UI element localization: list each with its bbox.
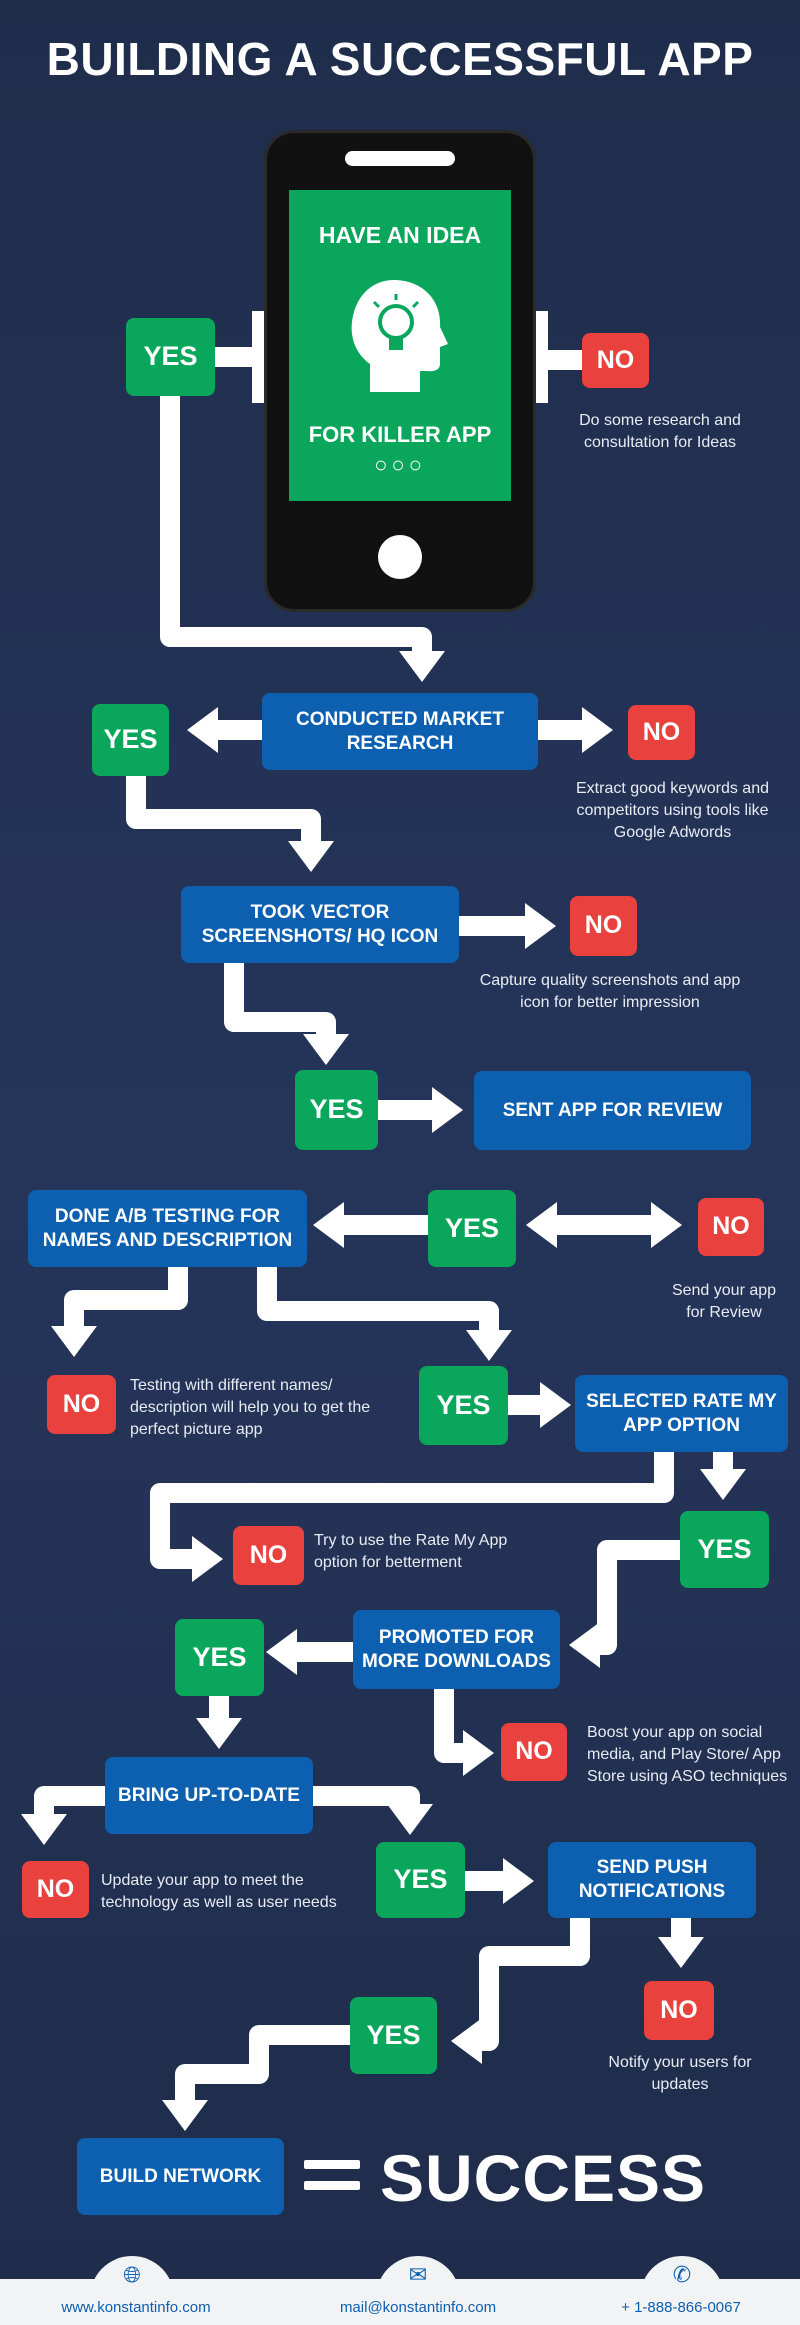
arrow-ab-yes	[257, 1267, 512, 1361]
step-market-research: CONDUCTED MARKET RESEARCH	[262, 693, 538, 770]
arrow-rate-no	[150, 1452, 674, 1582]
note-idea: Do some research and consultation for Id…	[579, 412, 741, 451]
no-badge: NO	[47, 1375, 116, 1434]
head-lightbulb-icon	[351, 280, 448, 392]
no-badge: NO	[644, 1981, 714, 2040]
phone-side-left	[252, 311, 266, 403]
success-label: SUCCESS	[380, 2141, 707, 2215]
no-badge: NO	[501, 1723, 567, 1781]
yes-badge: YES	[175, 1619, 264, 1696]
no-badge: NO	[582, 333, 649, 388]
idea-line1: HAVE AN IDEA	[318, 222, 482, 248]
arrow-to-vector	[126, 776, 334, 872]
yes-badge: YES	[295, 1070, 378, 1150]
equals-sign	[304, 2160, 360, 2202]
note-promoted: Boost your app on social media, and Play…	[587, 1724, 788, 1785]
step-vector-screenshots: TOOK VECTOR SCREENSHOTS/ HQ ICON	[181, 886, 459, 963]
note-update: Update your app to meet the technology a…	[101, 1872, 337, 1911]
arrow-to-promoted	[569, 1540, 680, 1668]
yes-badge: YES	[376, 1842, 465, 1918]
no-badge: NO	[628, 705, 695, 760]
no-badge: NO	[570, 896, 637, 956]
phone-speaker	[345, 151, 455, 166]
arrow-ab-no	[51, 1267, 188, 1357]
arrow-vector-yes	[224, 963, 349, 1065]
arrow-push-yes	[451, 1918, 590, 2064]
phone-side-right	[534, 311, 548, 403]
idea-line2: FOR KILLER APP	[308, 422, 492, 447]
page-title: BUILDING A SUCCESSFUL APP	[46, 33, 754, 85]
yes-badge: YES	[680, 1511, 769, 1588]
note-ab: Testing with different names/ descriptio…	[130, 1377, 371, 1438]
footer-tab	[376, 2256, 460, 2316]
phone-home-button	[378, 535, 422, 579]
envelope-icon: ✉	[408, 2262, 428, 2287]
website-link[interactable]: www.konstantinfo.com	[61, 2299, 211, 2316]
phone-number[interactable]: + 1-888-866-0067	[621, 2299, 741, 2316]
arrow-promoted-no	[434, 1689, 494, 1776]
footer-tab	[640, 2256, 724, 2316]
globe-icon: 🌐︎	[123, 2262, 141, 2287]
yes-badge: YES	[350, 1997, 437, 2074]
step-rate-my-app: SELECTED RATE MY APP OPTION	[575, 1375, 788, 1452]
no-badge: NO	[22, 1861, 89, 1918]
phone-screen: HAVE AN IDEA FOR KILLER APP ○○○	[289, 190, 511, 501]
yes-badge: YES	[126, 318, 215, 396]
yes-badge: YES	[428, 1190, 516, 1267]
note-vector: Capture quality screenshots and app icon…	[479, 972, 741, 1011]
note-rate: Try to use the Rate My App option for be…	[314, 1532, 508, 1571]
note-research: Extract good keywords and competitors us…	[576, 780, 769, 841]
note-push: Notify your users for updates	[608, 2054, 752, 2093]
no-badge: NO	[698, 1198, 764, 1256]
footer-tab	[90, 2256, 174, 2316]
email-link[interactable]: mail@konstantinfo.com	[339, 2299, 497, 2316]
arrow-update-no	[21, 1786, 105, 1845]
arrow-to-network	[162, 2025, 350, 2131]
step-bring-up-to-date: BRING UP-TO-DATE	[105, 1757, 313, 1834]
step-sent-for-review: SENT APP FOR REVIEW	[474, 1071, 751, 1150]
yes-badge: YES	[92, 704, 169, 776]
step-build-network: BUILD NETWORK	[77, 2138, 284, 2215]
step-promoted: PROMOTED FOR MORE DOWNLOADS	[353, 1610, 560, 1689]
phone-icon: ✆	[672, 2262, 692, 2287]
note-review: Send your app for Review	[671, 1282, 777, 1321]
step-ab-testing: DONE A/B TESTING FOR NAMES AND DESCRIPTI…	[28, 1190, 307, 1267]
step-push-notifications: SEND PUSH NOTIFICATIONS	[548, 1842, 756, 1918]
screen-dots: ○○○	[374, 452, 426, 477]
no-badge: NO	[233, 1526, 304, 1585]
yes-badge: YES	[419, 1366, 508, 1445]
arrow-idea-to-research	[160, 396, 445, 682]
arrow-update-yes	[313, 1786, 433, 1835]
